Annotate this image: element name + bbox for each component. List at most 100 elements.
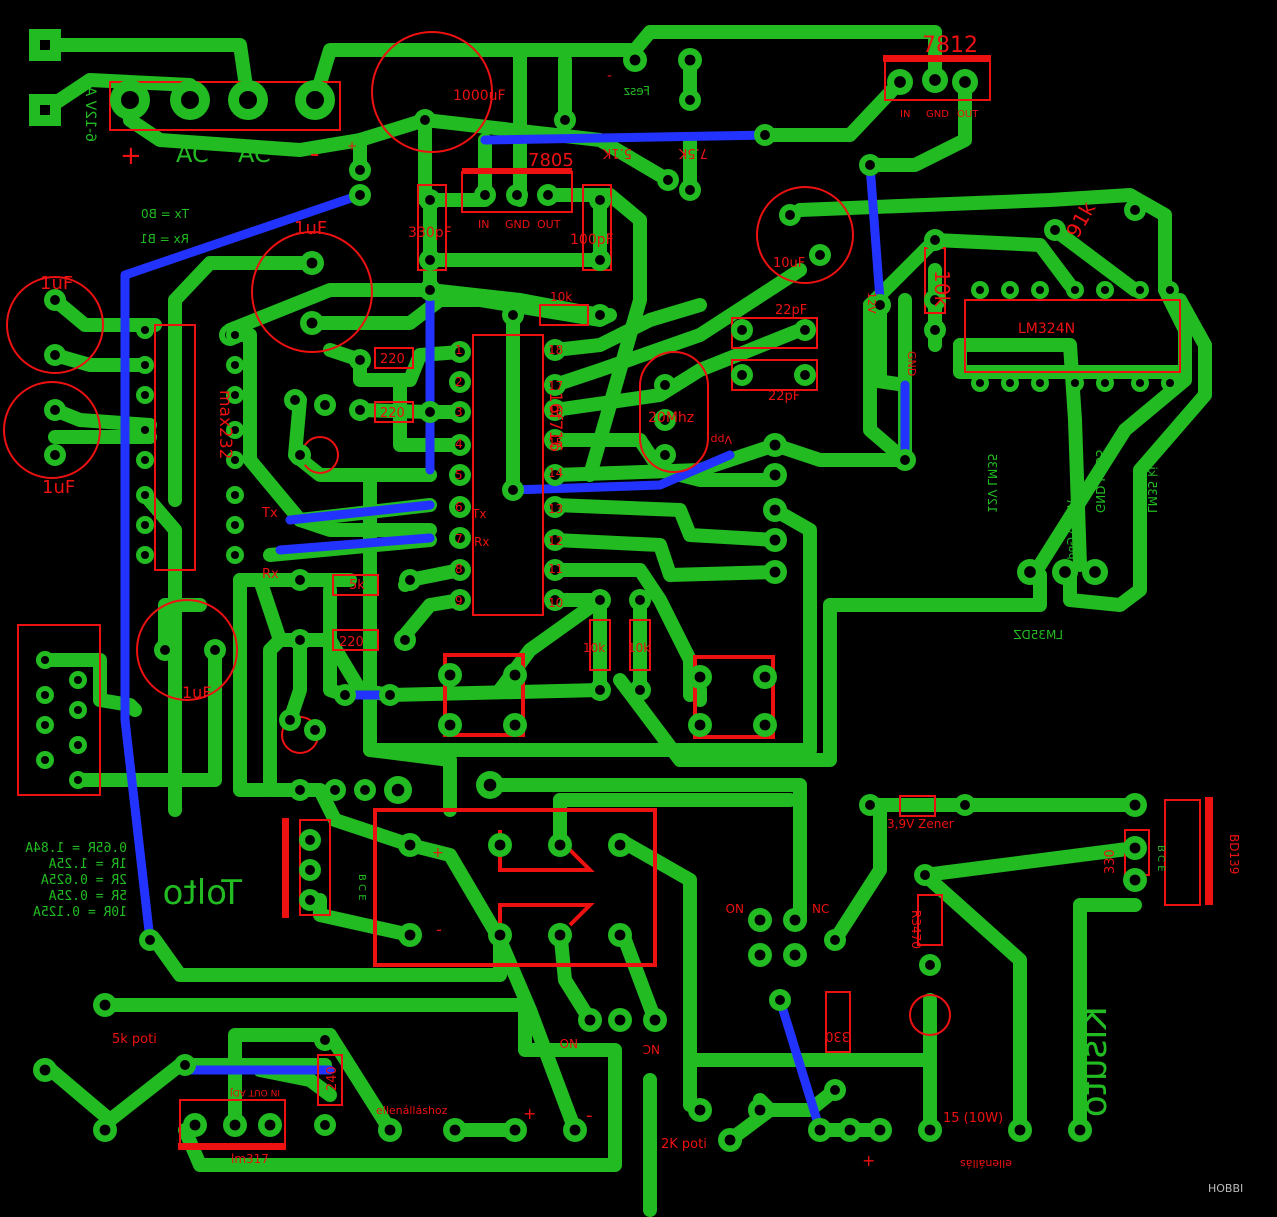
copper-trace-25 [228,328,437,537]
copper-trace-83 [723,1083,842,1147]
cap-1uf-2-label: 1uF [42,477,75,498]
pad-drill-77 [295,450,305,460]
pad-drill-91 [815,250,825,260]
v-ac-label: 6-12V AC [82,77,98,142]
pad-drill-16 [894,76,906,88]
pad-drill-76 [290,395,300,405]
cap-100pf-label: 100pF [570,232,614,248]
cap-1uf-1-label: 1uF [40,273,73,294]
pad-drill-72 [355,355,365,365]
bd139-bar [1205,797,1213,905]
resistor-240-outline [317,1054,343,1106]
zener-label: 3,9V Zener [887,817,954,831]
jumper-wire-7 [275,533,435,555]
pic-pin-18: 18 [548,343,563,357]
pad-drill-174 [1129,874,1141,886]
resistor-10k-top-label: 10k [550,290,572,304]
pad-drill-4 [239,91,257,109]
terminal-ac1-label: AC [176,140,209,168]
pad-drill-160 [160,645,170,655]
reg-7812-gnd: GND [926,109,949,120]
copper-trace-11 [863,75,972,172]
pad-drill-51 [550,565,560,575]
pic-pin-9: 9 [455,594,463,608]
pad-drill-103 [975,378,985,388]
pad-drill-164 [789,914,801,926]
kisuto-label: Kisuto [1074,1006,1115,1117]
pad-drill-2 [121,91,139,109]
pic-pin-13: 13 [548,502,563,516]
lm35-pins-label: V+ Vo Gnd [1065,500,1078,560]
pad-drill-85 [660,450,670,460]
pad-drill-104 [1005,378,1015,388]
copper-trace-32 [548,298,707,357]
terminal-minus-label: - [310,139,319,169]
relay-outline [373,808,657,967]
copper-trace-38 [548,533,782,582]
copper-trace-66 [403,838,507,947]
pad-drill-184 [320,1035,330,1045]
pad-drill-98 [1035,285,1045,295]
pad-drill-31 [50,295,60,305]
pad-drill-56 [140,325,150,335]
pad-drill-144 [404,839,416,851]
pad-drill-128 [694,671,706,683]
lm324-label: LM324N [1018,321,1075,337]
pad-drill-120 [595,595,605,605]
pad-drill-23 [512,190,522,200]
pad-drill-113 [1024,566,1036,578]
pad-drill-50 [550,535,560,545]
pad-drill-15 [760,130,770,140]
pad-drill-40 [455,502,465,512]
lm35dz-label: LM35DZ [1013,628,1063,642]
relay-no-1: NO [726,901,744,915]
reg-7805-bar [462,168,572,174]
reg-7812-in: IN [900,109,910,120]
v12-label: 12V [865,292,878,314]
pad-drill-45 [550,380,560,390]
pad-drill-163 [754,914,766,926]
pad-drill-21 [425,255,435,265]
pic-pin-3: 3 [455,405,463,419]
reg-7805-out: OUT [537,218,561,231]
button-2-outline [693,655,775,739]
pad-drill-67 [230,425,240,435]
copper-trace-19 [423,283,607,322]
tx-label: Tx [261,506,278,521]
pad-drill-42 [455,565,465,575]
bd139-label: BD139 [1227,834,1241,874]
pad-drill-118 [295,635,305,645]
jumper-wire-0 [120,190,365,945]
pad-drill-97 [1005,285,1015,295]
pad-drill-1 [40,105,50,115]
pad-drill-28 [306,317,318,329]
pic-pin-16: 16 [548,405,563,419]
ellenallashoz-label: ellenálláshoz [376,1104,448,1117]
pad-drill-169 [830,1085,840,1095]
power-resistor-label: 15 (10W) [943,1111,1003,1126]
jumper-wires [120,130,910,1135]
resistor-10ka-outline [589,619,611,671]
pad-drill-140 [483,778,497,792]
pic-pin-5: 5 [455,468,463,482]
bd139-outline [1164,799,1201,906]
terminal-labels: + AC AC - [120,139,319,171]
pad-drill-55 [595,310,605,320]
jumper-wire-1 [480,130,775,145]
plus-sign-rect: + [347,139,357,153]
pad-drill-3 [181,91,199,109]
pad-drill-119 [400,635,410,645]
pad-drill-84 [660,415,670,425]
pad-drill-124 [444,669,456,681]
minus-sign-fesz: - [607,68,612,84]
resistor-330-b-label: 330 [825,1028,850,1043]
pot-5k-label: 5k poti [112,1032,157,1047]
pad-drill-127 [509,719,521,731]
pad-drill-68 [230,455,240,465]
pad-drill-154 [40,720,50,730]
pad-drill-198 [754,1104,766,1116]
pad-drill-102 [1165,285,1175,295]
cap-1uf-3-outline [251,231,373,353]
pad-drill-112 [900,455,910,465]
pad-drill-90 [785,210,795,220]
